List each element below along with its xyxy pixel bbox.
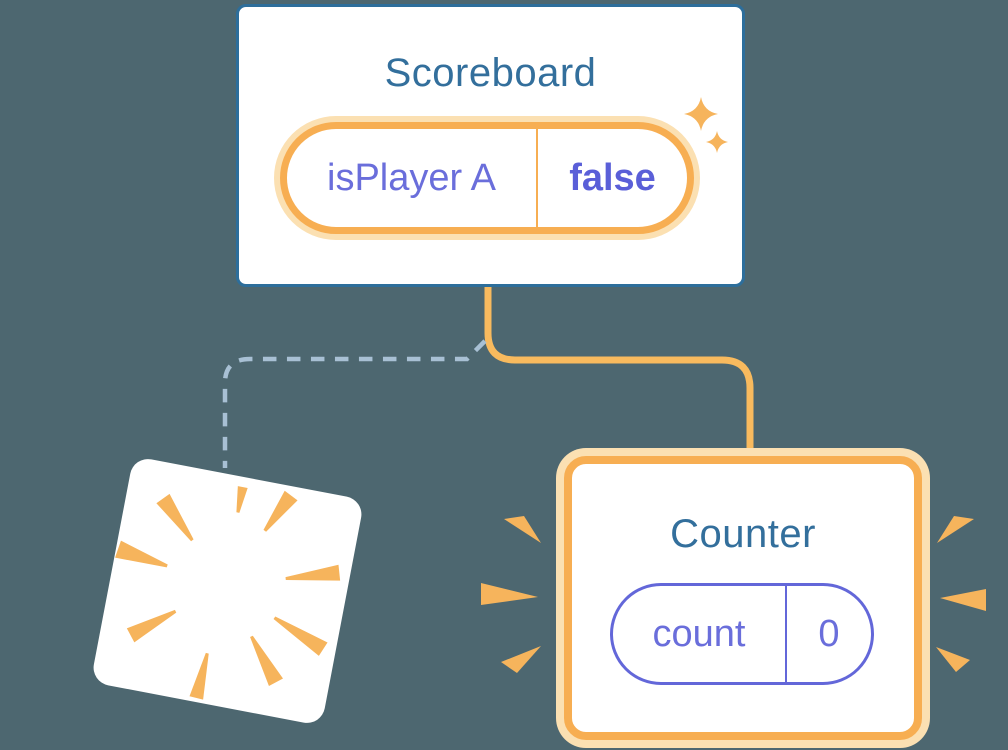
- solid-connector-line: [484, 278, 754, 470]
- explosion-burst-icon: [115, 486, 341, 700]
- counter-card: Counter count 0: [564, 456, 922, 740]
- counter-state-value: 0: [818, 612, 840, 655]
- destroyed-card: [90, 456, 365, 726]
- scoreboard-state-pill: isPlayer A false: [280, 122, 694, 234]
- counter-title: Counter: [670, 512, 816, 556]
- dashed-connector-line: [222, 339, 487, 468]
- pill-divider: [536, 129, 538, 227]
- scoreboard-title: Scoreboard: [384, 51, 597, 95]
- counter-state-key: count: [652, 612, 746, 655]
- counter-state-pill: count 0: [610, 583, 874, 685]
- scoreboard-state-key: isPlayer A: [327, 156, 496, 199]
- scoreboard-state-value: false: [569, 156, 656, 199]
- scoreboard-card: Scoreboard isPlayer A false: [236, 4, 745, 287]
- pill-divider: [785, 586, 787, 682]
